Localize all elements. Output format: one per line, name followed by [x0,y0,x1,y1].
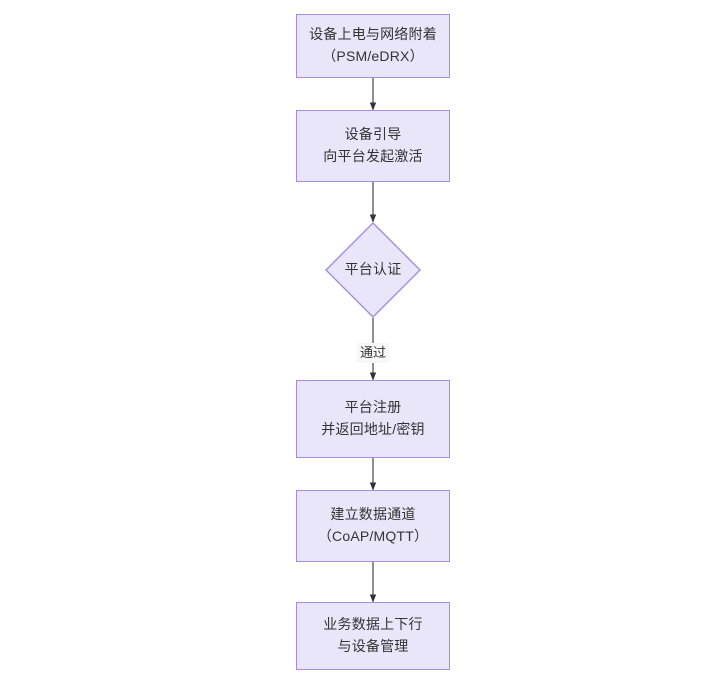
node-data-channel-line-2: （CoAP/MQTT） [317,528,429,544]
edge-label-pass: 通过 [357,343,390,363]
node-business-data[interactable]: 业务数据上下行 与设备管理 [296,602,450,670]
node-bootstrap-line-2: 向平台发起激活 [323,148,423,164]
node-business-data-line-1: 业务数据上下行 [323,616,423,633]
node-power-on-line-2: （PSM/eDRX） [322,48,424,64]
node-data-channel[interactable]: 建立数据通道 （CoAP/MQTT） [296,490,450,562]
diamond-shape [325,222,421,318]
node-platform-register-line-2: 并返回地址/密钥 [321,421,425,437]
node-bootstrap[interactable]: 设备引导 向平台发起激活 [296,110,450,182]
node-platform-auth-line-1: 平台认证 [344,261,402,278]
node-data-channel-line-1: 建立数据通道 [330,506,416,523]
node-platform-register-line-1: 平台注册 [344,399,402,416]
node-power-on-line-1: 设备上电与网络附着 [309,26,437,43]
node-bootstrap-line-1: 设备引导 [344,126,402,143]
node-business-data-line-2: 与设备管理 [337,638,409,654]
node-platform-auth[interactable]: 平台认证 [325,222,421,318]
node-power-on[interactable]: 设备上电与网络附着 （PSM/eDRX） [296,14,450,78]
node-platform-register[interactable]: 平台注册 并返回地址/密钥 [296,380,450,458]
